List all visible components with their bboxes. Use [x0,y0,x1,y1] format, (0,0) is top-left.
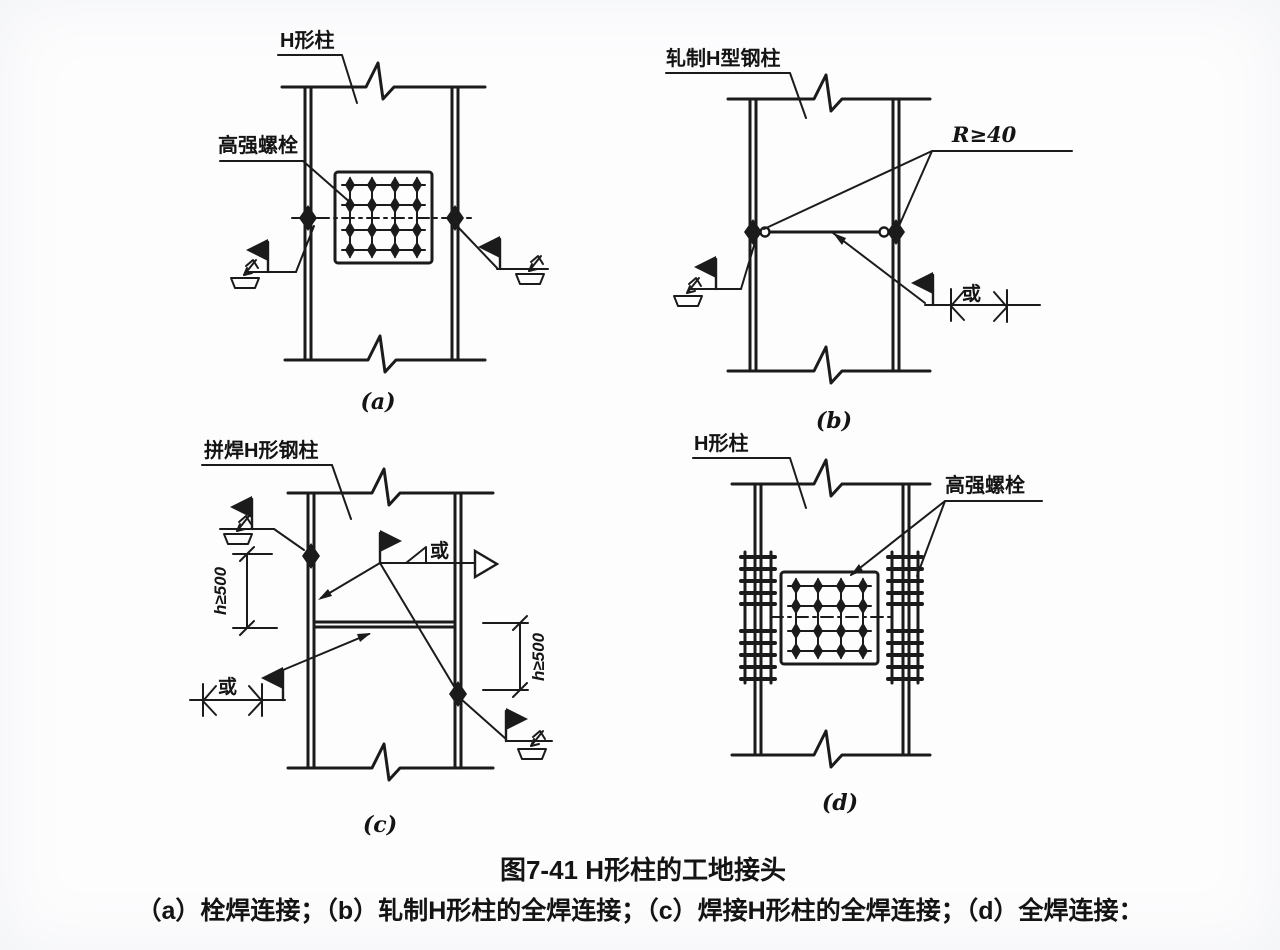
panel-a-splice-plate [333,170,434,265]
panel-d-flange-splice-right [886,550,924,685]
panel-c-chords [286,467,495,782]
panel-b-label-column: 轧制H型钢柱 [665,46,807,119]
panel-a-weld-node-right [446,205,464,231]
h-column-label: H形柱 [694,431,748,455]
panel-c-weld-node-upper [302,543,320,569]
dim-right-label: h≥500 [529,632,548,681]
high-strength-bolt-label: 高强螺栓 [945,473,1025,497]
panel-a-columns [303,85,460,362]
panel-b-weld-node-left [744,219,762,245]
panel-d-tag: (d) [822,790,858,816]
weld-triangle-symbol [473,548,500,580]
panel-a-label-column: H形柱 [277,28,358,104]
panel-c-web-splice-line [312,620,457,629]
panel-c-weld-symbol-top-left [219,494,305,551]
panel-c-label-column: 拼焊H形钢柱 [201,438,352,520]
panel-b-weld-symbol-left [673,238,757,307]
panel-d: H形柱 高强螺栓 (d) [692,431,1043,816]
panel-c-columns [306,491,463,770]
rolled-h-column-label: 轧制H型钢柱 [666,46,780,70]
radius-label: R≥40 [951,122,1017,147]
figure-subtitle: （a）栓焊连接；（b）轧制H形柱的全焊连接；（c）焊接H形柱的全焊连接；（d）全… [137,896,1144,925]
panel-d-label-bolts: 高强螺栓 [850,473,1043,577]
panel-c: 拼焊H形钢柱 h≥500 或 或 [189,438,553,838]
panel-b-weld-symbol-right: 或 [832,232,1041,323]
h-column-label: H形柱 [280,28,334,52]
built-up-h-column-label: 拼焊H形钢柱 [204,438,318,462]
dim-left-label: h≥500 [211,566,230,615]
panel-c-weld-symbol-middle: 或 [318,528,500,689]
panel-c-weld-symbol-bottom-right [460,698,553,760]
or-middle-label: 或 [430,539,449,562]
panel-a: H形柱 高强螺栓 (a) [218,28,549,415]
panel-d-chords [730,458,932,769]
panel-d-columns [753,482,911,757]
panel-c-tag: (c) [363,812,397,838]
panel-d-web-splice-plate [779,570,880,666]
high-strength-bolt-label: 高强螺栓 [218,133,298,157]
panel-d-label-column: H形柱 [692,431,807,509]
panel-b-label-radius: R≥40 [763,122,1073,230]
panel-a-weld-symbol-right [456,225,549,285]
figure-title: 图7-41 H形柱的工地接头 [500,855,786,885]
panel-d-bolt-grid [788,578,871,660]
panel-c-weld-symbol-bottom-left: 或 [189,633,371,717]
or-label: 或 [962,282,981,305]
figure-caption: 图7-41 H形柱的工地接头 （a）栓焊连接；（b）轧制H形柱的全焊连接；（c）… [137,855,1144,925]
panel-b: 轧制H型钢柱 R≥40 或 (b) [665,46,1073,434]
panel-a-label-bolts: 高强螺栓 [218,133,353,205]
panel-a-tag: (a) [360,389,395,415]
panel-b-columns [748,97,901,373]
panel-c-dimension-left: h≥500 [211,546,278,636]
panel-d-flange-splice-left [739,550,777,685]
or-bottom-label: 或 [218,675,237,698]
panel-c-dimension-right: h≥500 [482,615,548,698]
panel-b-weld-dot-right [878,226,890,238]
panel-a-weld-symbol-left [230,225,315,289]
panel-b-weld-node-right [887,219,905,245]
panel-b-tag: (b) [816,408,852,434]
